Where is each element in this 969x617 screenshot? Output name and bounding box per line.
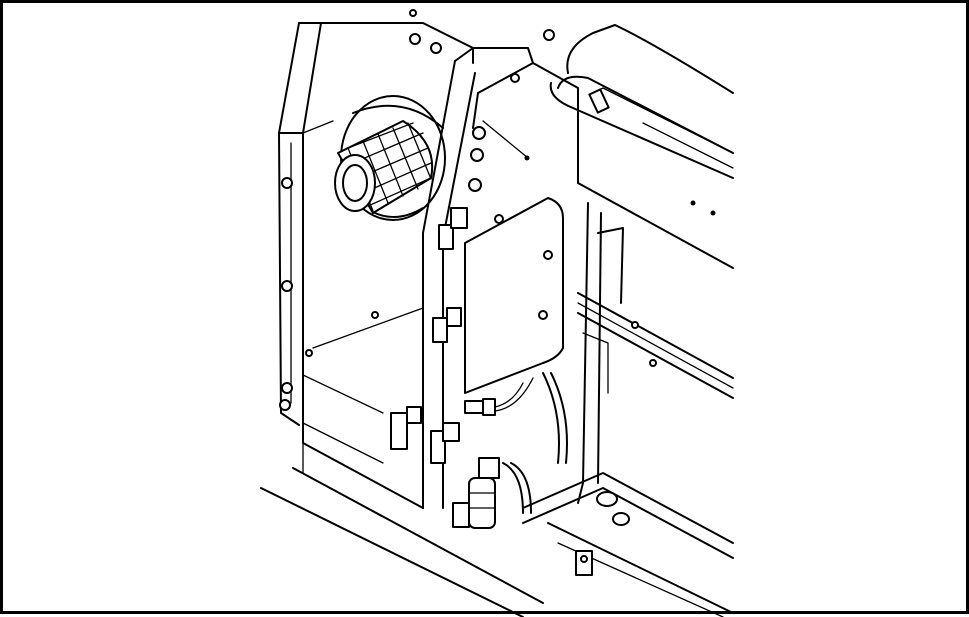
pressure-switch bbox=[452, 372, 568, 529]
cover-plate bbox=[464, 197, 564, 394]
right-rails bbox=[577, 182, 734, 504]
base-channel bbox=[260, 307, 544, 617]
engine-mount-bracket bbox=[422, 47, 579, 509]
electrical-connector bbox=[464, 377, 534, 416]
equipment-line-drawing bbox=[260, 9, 734, 617]
fuel-tank bbox=[522, 472, 734, 617]
air-filter-cartridge bbox=[334, 95, 446, 221]
rear-panel bbox=[302, 9, 555, 134]
column-clips bbox=[390, 207, 468, 464]
frame-upright bbox=[278, 22, 322, 426]
engine-cover bbox=[549, 24, 734, 216]
